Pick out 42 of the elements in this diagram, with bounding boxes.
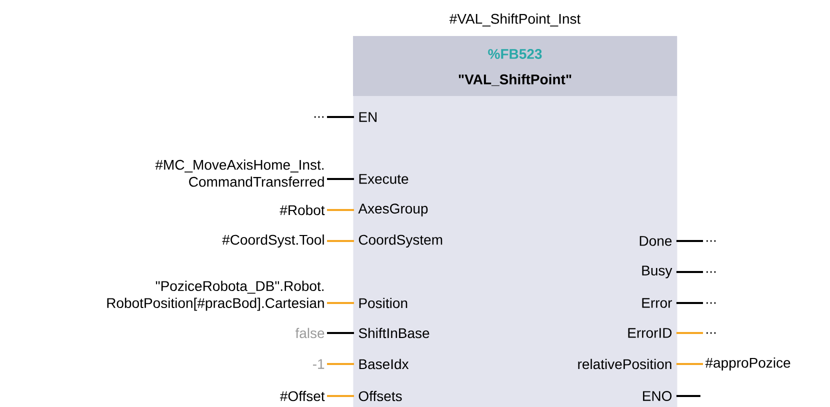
output-pin-label: relativePosition <box>578 358 672 370</box>
connection-line <box>327 116 354 118</box>
connection-line <box>676 395 700 397</box>
input-pin-label: Execute <box>359 174 408 184</box>
input-pin-label: Offsets <box>358 390 402 402</box>
parameter-value: ... <box>706 240 716 242</box>
parameter-value: #Robot <box>280 204 325 216</box>
output-pin-label: Done <box>640 236 672 246</box>
node-label: #VAL_ShiftPoint_Inst <box>449 14 581 26</box>
input-pin-label: BaseIdx <box>359 358 409 370</box>
connection-line <box>327 363 354 365</box>
parameter-value: #CoordSyst.Tool <box>222 234 324 248</box>
output-pin-label: ErrorID <box>628 328 672 338</box>
connection-line <box>676 302 703 304</box>
output-pin-label: Error <box>642 298 672 308</box>
input-pin-label: Position <box>359 298 408 308</box>
parameter-value: #Offset <box>280 390 325 402</box>
input-pin-label: EN <box>359 112 377 122</box>
connection-line <box>327 178 354 180</box>
parameter-value: "PoziceRobota_DB".Robot. RobotPosition[#pracBod].Cartesian <box>107 280 324 311</box>
connection-line <box>676 332 703 334</box>
parameter-value: #approPozice <box>705 357 790 371</box>
output-pin-label: ENO <box>643 391 672 401</box>
input-pin-label: AxesGroup <box>358 204 428 216</box>
connection-line <box>327 209 354 211</box>
parameter-value: ... <box>706 271 716 273</box>
input-pin-label: ShiftInBase <box>358 328 430 338</box>
connection-line <box>676 240 703 242</box>
parameter-value: false <box>295 328 324 338</box>
connection-line <box>676 363 703 365</box>
connection-line <box>676 271 703 273</box>
output-pin-label: Busy <box>642 266 672 278</box>
parameter-value: ... <box>706 302 716 304</box>
connection-line <box>327 302 354 304</box>
parameter-value: ... <box>706 332 716 334</box>
connection-line <box>327 332 354 334</box>
connection-line <box>327 395 354 397</box>
parameter-value: #MC_MoveAxisHome_Inst. CommandTransferred <box>155 160 324 187</box>
parameter-value: ... <box>314 116 324 118</box>
connection-line <box>327 240 354 242</box>
parameter-value: -1 <box>312 359 324 369</box>
input-pin-label: CoordSystem <box>358 234 442 248</box>
